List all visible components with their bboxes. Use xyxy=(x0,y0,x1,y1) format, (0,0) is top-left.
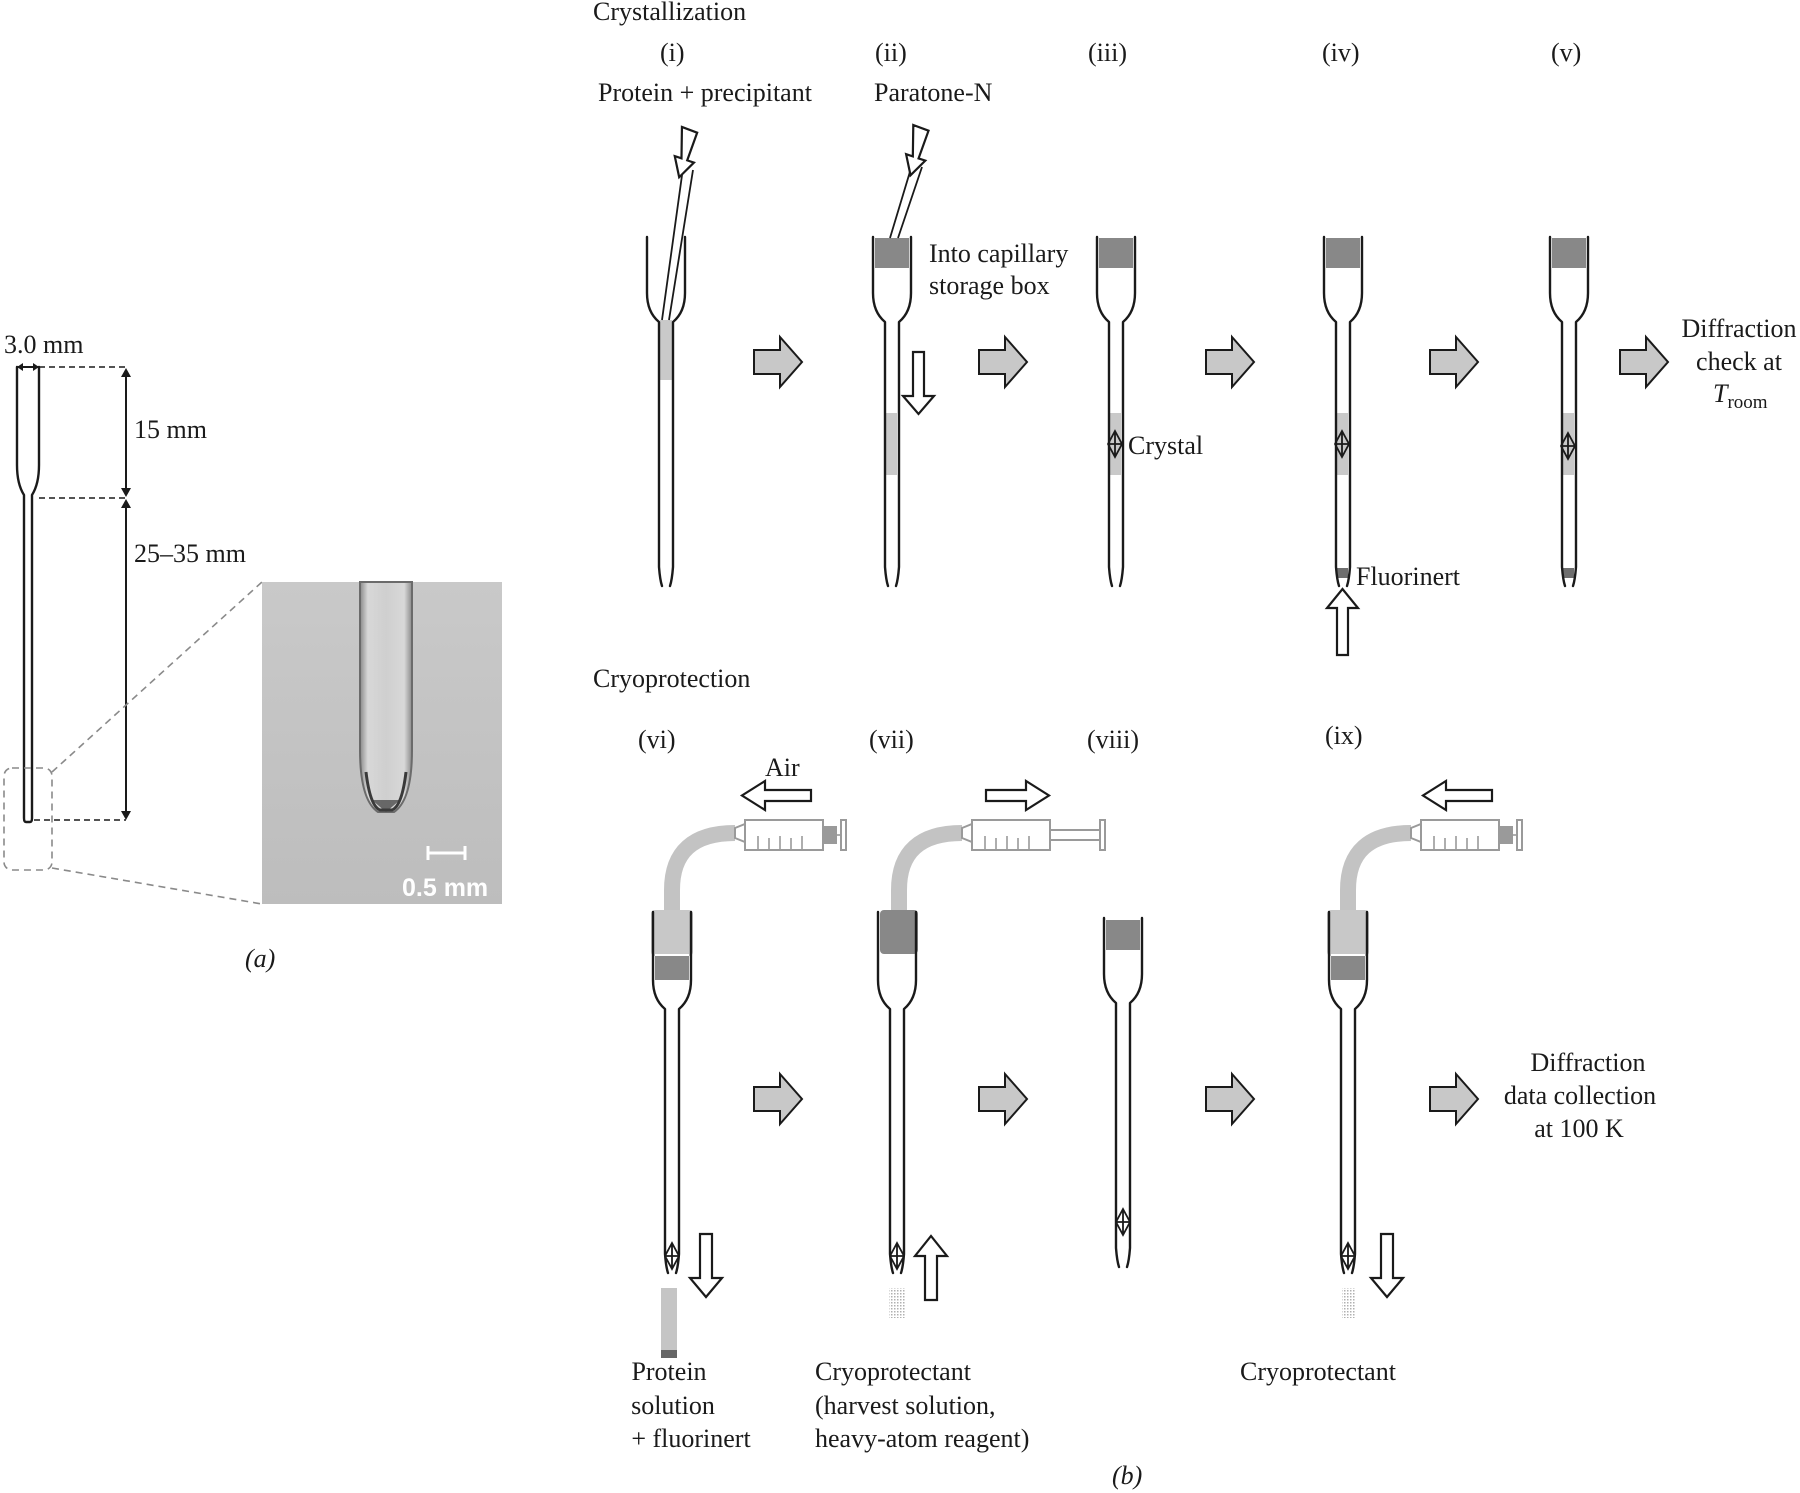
capillary-v xyxy=(1548,235,1590,588)
data-collection-2: data collection xyxy=(1504,1081,1656,1110)
fluorinert-note: Fluorinert xyxy=(1356,562,1461,591)
vi-note-2: solution xyxy=(631,1391,715,1420)
capillary-outline xyxy=(15,365,41,824)
vii-note-1: Cryoprotectant xyxy=(815,1357,972,1386)
pull-arrow-vii xyxy=(984,779,1052,812)
flow-arrow-8 xyxy=(1205,1073,1255,1125)
expel-arrow-ix xyxy=(1368,1232,1406,1299)
diffraction-check-3: Troom xyxy=(1713,379,1768,413)
zoom-region-box xyxy=(3,767,53,871)
step-viii-label: (viii) xyxy=(1087,725,1139,754)
cryoprotection-row: Cryoprotection (vi) (vii) (viii) (ix) Ai… xyxy=(593,664,1656,1453)
capillary-vii xyxy=(876,779,1106,1318)
diffraction-check-2: check at xyxy=(1696,347,1783,376)
flow-arrow-6 xyxy=(753,1073,803,1125)
dim-lower-label: 25–35 mm xyxy=(134,539,246,568)
data-collection-3: at 100 K xyxy=(1534,1114,1624,1143)
capillary-viii xyxy=(1102,916,1144,1269)
crystal-note: Crystal xyxy=(1128,431,1203,460)
descend-arrow xyxy=(900,350,937,416)
step-v-label: (v) xyxy=(1551,38,1581,67)
capillary-vi xyxy=(651,819,847,1358)
step-vi-label: (vi) xyxy=(638,725,676,754)
storage-note-1: Into capillary xyxy=(929,239,1068,268)
panel-b-label: (b) xyxy=(1112,1461,1142,1490)
flow-arrow-3 xyxy=(1205,336,1255,388)
draw-up-arrow-vii xyxy=(912,1234,950,1302)
flow-arrow-2 xyxy=(978,336,1028,388)
panel-a: 3.0 mm 15 mm 25–35 mm 0.5 mm (a) xyxy=(3,330,502,973)
flow-arrow-5 xyxy=(1619,336,1669,388)
step-ix-label: (ix) xyxy=(1325,721,1363,750)
flow-arrow-4 xyxy=(1429,336,1479,388)
step-ii-label: (ii) xyxy=(875,38,907,67)
step-i-label: (i) xyxy=(660,38,685,67)
capillary-ii xyxy=(871,123,937,588)
protein-precipitant-note: Protein + precipitant xyxy=(598,78,813,107)
capillary-iv xyxy=(1322,235,1364,657)
step-iv-label: (iv) xyxy=(1322,38,1360,67)
diffraction-check-1: Diffraction xyxy=(1681,314,1796,343)
ix-note: Cryoprotectant xyxy=(1240,1357,1397,1386)
panel-a-label: (a) xyxy=(245,944,275,973)
data-collection-1: Diffraction xyxy=(1530,1048,1645,1077)
step-iii-label: (iii) xyxy=(1088,38,1127,67)
scale-bar-label: 0.5 mm xyxy=(402,874,488,902)
capillary-iii xyxy=(1095,235,1137,588)
crystallization-row: Crystallization (i) (ii) (iii) (iv) (v) … xyxy=(593,0,1797,657)
dim-width-label: 3.0 mm xyxy=(4,330,83,359)
vii-note-2: (harvest solution, xyxy=(815,1391,996,1420)
syringe-vii xyxy=(961,819,1106,851)
air-arrow xyxy=(739,779,813,812)
vii-note-3: heavy-atom reagent) xyxy=(815,1424,1029,1453)
step-vii-label: (vii) xyxy=(869,725,914,754)
air-note: Air xyxy=(765,753,800,782)
syringe-vi xyxy=(734,819,847,851)
cryoprotection-title: Cryoprotection xyxy=(593,664,750,693)
fluorinert-arrow xyxy=(1324,587,1361,657)
vi-note-1: Protein xyxy=(631,1357,706,1386)
vi-note-3: + fluorinert xyxy=(631,1424,751,1453)
flow-arrow-9 xyxy=(1429,1073,1479,1125)
paratone-note: Paratone-N xyxy=(874,78,993,107)
input-arrow-i xyxy=(673,125,699,180)
push-arrow-ix xyxy=(1420,779,1494,812)
crystallization-title: Crystallization xyxy=(593,0,746,26)
capillary-ix xyxy=(1327,779,1523,1318)
storage-note-2: storage box xyxy=(929,271,1050,300)
expel-arrow-vi xyxy=(687,1232,725,1299)
microscope-photo: 0.5 mm xyxy=(262,581,502,904)
dim-upper-label: 15 mm xyxy=(134,415,207,444)
flow-arrow-7 xyxy=(978,1073,1028,1125)
capillary-i xyxy=(645,125,699,588)
input-arrow-ii xyxy=(904,123,930,178)
syringe-ix xyxy=(1410,819,1523,851)
flow-arrow-1 xyxy=(753,336,803,388)
